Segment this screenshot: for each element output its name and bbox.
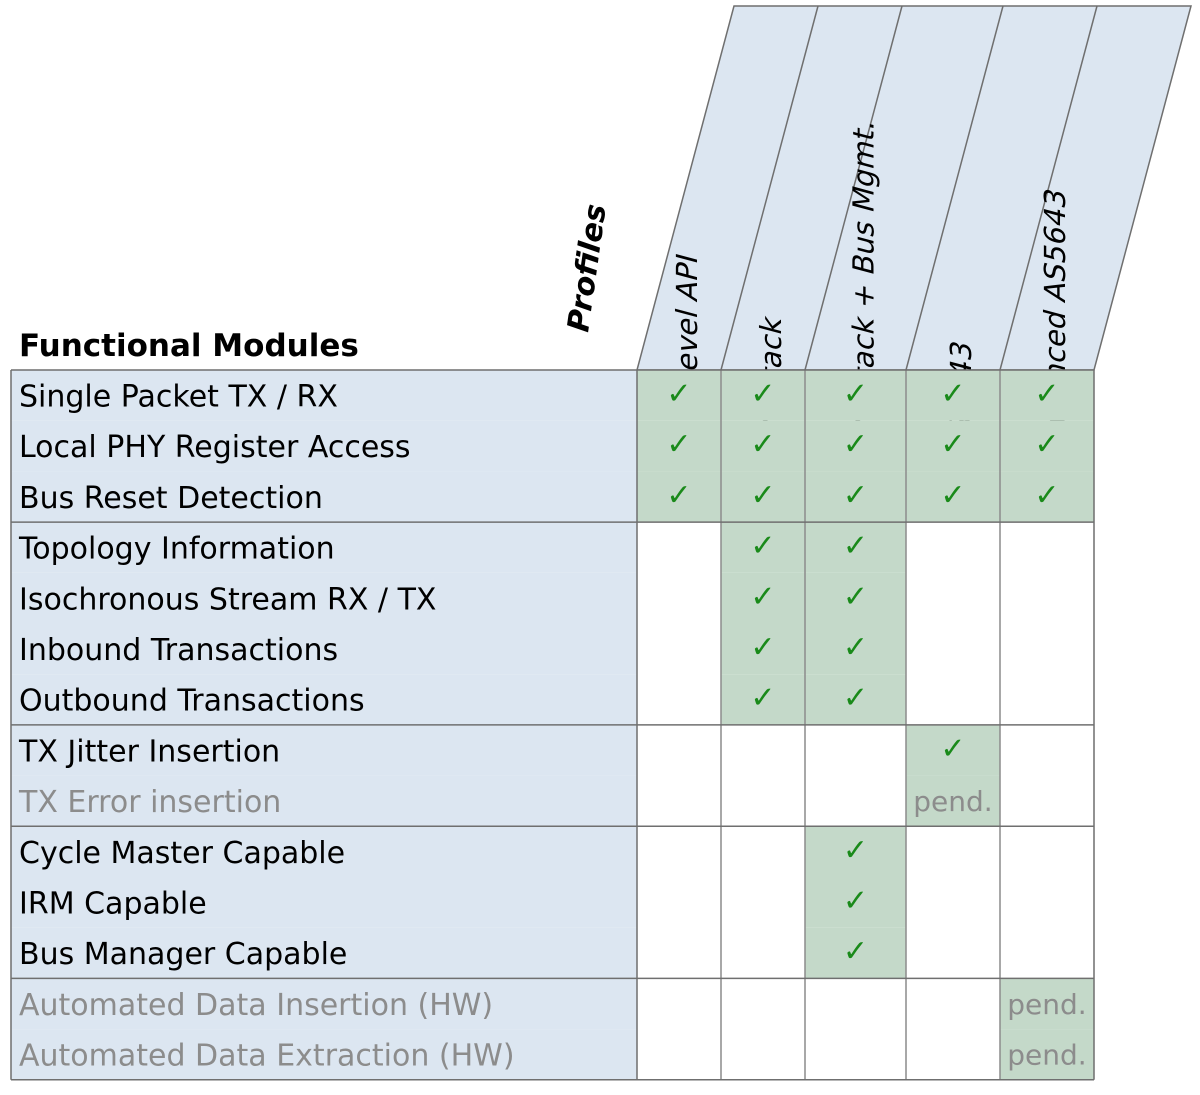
filled-cell — [805, 522, 906, 573]
filled-cell — [637, 471, 721, 523]
filled-cell — [805, 572, 906, 624]
pending-label: pend. — [913, 785, 992, 818]
row-label-bg — [11, 572, 637, 624]
filled-cell — [1000, 978, 1094, 1030]
checkmark-icon: ✓ — [1034, 427, 1059, 462]
filled-cell — [1000, 471, 1094, 523]
row-label-bg — [11, 522, 637, 573]
row-label-bg — [11, 471, 637, 523]
checkmark-icon: ✓ — [940, 731, 965, 766]
checkmark-icon: ✓ — [750, 579, 775, 614]
row-label: Single Packet TX / RX — [19, 380, 338, 415]
row-label-bg — [11, 927, 637, 979]
filled-cell — [721, 471, 805, 523]
checkmark-icon: ✓ — [843, 579, 868, 614]
checkmark-icon: ✓ — [1034, 478, 1059, 513]
filled-cell — [721, 522, 805, 573]
checkmark-icon: ✓ — [750, 630, 775, 665]
filled-cell — [805, 877, 906, 928]
row-label-bg — [11, 978, 637, 1030]
filled-cell — [721, 623, 805, 675]
header-divider — [720, 5, 819, 371]
checkmark-icon: ✓ — [1034, 376, 1059, 411]
row-label: Local PHY Register Access — [19, 430, 411, 465]
filled-cell — [906, 775, 1000, 827]
filled-cell — [805, 623, 906, 675]
row-label: TX Jitter Insertion — [18, 734, 280, 769]
filled-cell — [805, 370, 906, 421]
filled-cell — [1000, 370, 1094, 421]
checkmark-icon: ✓ — [666, 427, 691, 462]
row-label-bg — [11, 623, 637, 675]
row-label: Bus Reset Detection — [19, 481, 323, 516]
filled-cell — [906, 471, 1000, 523]
row-label: TX Error insertion — [18, 785, 281, 820]
pending-label: pend. — [1007, 1039, 1086, 1072]
checkmark-icon: ✓ — [750, 427, 775, 462]
row-label: Outbound Transactions — [19, 684, 365, 719]
filled-cell — [1000, 420, 1094, 472]
row-label: Isochronous Stream RX / TX — [19, 582, 436, 617]
module-labels: Single Packet TX / RX Local PHY Register … — [11, 370, 637, 1080]
row-label: Topology Information — [18, 532, 335, 567]
row-label: Inbound Transactions — [19, 633, 338, 668]
filled-cell — [637, 420, 721, 472]
filled-cell — [805, 471, 906, 523]
filled-cell — [721, 572, 805, 624]
profiles-label: Profiles — [561, 202, 614, 334]
matrix-grid — [10, 369, 1095, 1081]
checkmark-icon: ✓ — [843, 529, 868, 564]
row-label: Automated Data Insertion (HW) — [19, 988, 493, 1023]
checkmark-icon: ✓ — [843, 883, 868, 918]
checkmark-icon: ✓ — [666, 478, 691, 513]
filled-cell — [637, 370, 721, 421]
header-band — [636, 5, 1192, 371]
checkmark-icon: ✓ — [843, 478, 868, 513]
header-divider — [905, 5, 1004, 371]
filled-cell — [805, 674, 906, 725]
checkmark-icon: ✓ — [750, 529, 775, 564]
filled-cell — [721, 674, 805, 725]
row-label-bg — [11, 877, 637, 928]
checkmark-icon: ✓ — [750, 376, 775, 411]
checkmark-icon: ✓ — [940, 427, 965, 462]
filled-cell — [721, 420, 805, 472]
row-label: Bus Manager Capable — [19, 937, 347, 972]
checkmark-icon: ✓ — [843, 681, 868, 716]
header-divider — [999, 5, 1098, 371]
checkmark-icon: ✓ — [750, 681, 775, 716]
row-label-bg — [11, 1029, 637, 1080]
checkmark-icon: ✓ — [940, 376, 965, 411]
row-label: Automated Data Extraction (HW) — [19, 1039, 515, 1074]
checkmark-icon: ✓ — [843, 427, 868, 462]
row-label: IRM Capable — [19, 887, 207, 922]
pending-label: pend. — [1007, 988, 1086, 1021]
filled-cell — [805, 826, 906, 877]
filled-cell — [805, 420, 906, 472]
filled-cell — [805, 927, 906, 979]
filled-cell — [1000, 1029, 1094, 1080]
row-label-bg — [11, 826, 637, 877]
filled-cell — [906, 420, 1000, 472]
filled-cell — [906, 724, 1000, 776]
checkmark-icon: ✓ — [843, 934, 868, 969]
checkmark-icon: ✓ — [843, 630, 868, 665]
row-label-bg — [11, 370, 637, 421]
filled-cell — [721, 370, 805, 421]
checkmark-icon: ✓ — [843, 376, 868, 411]
functional-modules-title: Functional Modules — [19, 328, 359, 364]
filled-cell — [906, 370, 1000, 421]
header-divider — [804, 5, 903, 371]
row-label-bg — [11, 674, 637, 725]
row-label-bg — [11, 420, 637, 472]
row-label-bg — [11, 775, 637, 827]
row-label: Cycle Master Capable — [19, 836, 345, 871]
checkmark-icon: ✓ — [750, 478, 775, 513]
matrix-cells: ✓ ✓ ✓ ✓ ✓ ✓ ✓ ✓ ✓ ✓ ✓ ✓ ✓ ✓ ✓ ✓ ✓ ✓ ✓ ✓ ✓ ✓ ✓ ✓ pend. ✓ ✓ ✓ pend. pen… — [637, 370, 1094, 1080]
checkmark-icon: ✓ — [666, 376, 691, 411]
row-label-bg — [11, 724, 637, 776]
checkmark-icon: ✓ — [843, 833, 868, 868]
checkmark-icon: ✓ — [940, 478, 965, 513]
